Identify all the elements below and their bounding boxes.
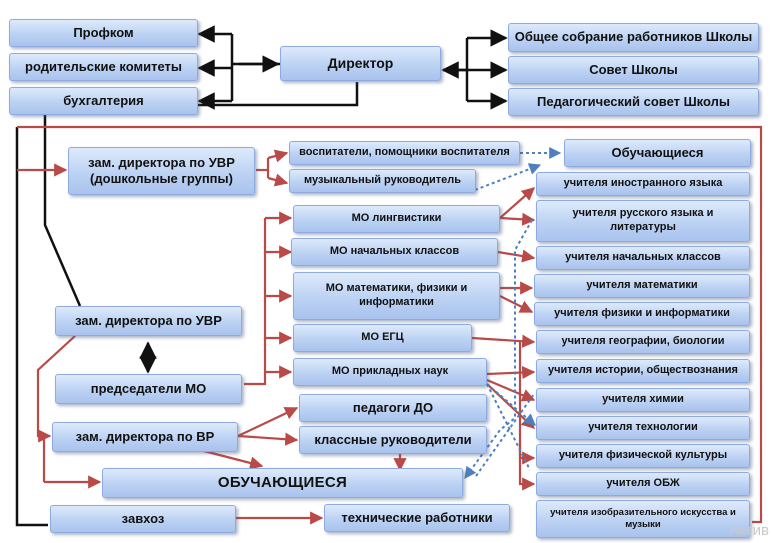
pedagogical-council-label: Педагогический совет Школы [537, 93, 730, 109]
teachers-tech-label: учителя технологии [588, 421, 698, 434]
teachers-math-label: учителя математики [586, 279, 698, 292]
teachers-russian-label: учителя русского языка и литературы [572, 207, 714, 233]
teachers-math-box: учителя математики [534, 274, 750, 298]
school-council-box: Совет Школы [508, 56, 759, 84]
teachers-history-box: учителя истории, обществознания [536, 359, 750, 383]
profkom-label: Профком [73, 24, 134, 40]
director-box: Директор [280, 46, 441, 81]
director-label: Директор [327, 54, 394, 71]
teachers-obzh-label: учителя ОБЖ [606, 477, 680, 490]
mo-linguistics-label: МО лингвистики [351, 212, 442, 225]
teachers-chem-label: учителя химии [602, 393, 684, 406]
teachers-russian-box: учителя русского языка и литературы [536, 200, 750, 242]
accounting-box: бухгалтерия [9, 87, 198, 115]
teachers-physics-box: учителя физики и информатики [534, 302, 750, 326]
mo-egc-box: МО ЕГЦ [293, 324, 472, 352]
mo-primary-box: МО начальных классов [291, 238, 498, 266]
watermark: Актив [729, 522, 769, 539]
teachers-do-box: педагоги ДО [299, 394, 487, 422]
students-top-label: Обучающиеся [611, 144, 704, 160]
teachers-primary-box: учителя начальных классов [536, 246, 750, 270]
profkom-box: Профком [9, 19, 198, 47]
teachers-foreign-label: учителя иностранного языка [563, 177, 723, 190]
zavhoz-box: завхоз [50, 505, 236, 533]
mo-egc-label: МО ЕГЦ [361, 331, 404, 344]
zavhoz-label: завхоз [121, 510, 165, 526]
parent-committees-box: родительские комитеты [9, 53, 198, 81]
class-teachers-label: классные руководители [314, 431, 472, 447]
teachers-physics-label: учителя физики и информатики [554, 307, 730, 320]
tech-workers-box: технические работники [324, 504, 510, 532]
music-director-label: музыкальный руководитель [303, 174, 462, 187]
general-meeting-box: Общее собрание работников Школы [508, 23, 759, 52]
caregivers-box: воспитатели, помощники воспитателя [289, 141, 520, 165]
mo-linguistics-box: МО лингвистики [293, 205, 500, 233]
mo-primary-label: МО начальных классов [329, 245, 460, 258]
mo-math-label: МО математики, физики и информатики [325, 282, 468, 308]
deputy-vr-box: зам. директора по ВР [52, 422, 238, 452]
teachers-tech-box: учителя технологии [536, 416, 750, 440]
general-meeting-label: Общее собрание работников Школы [514, 29, 753, 45]
deputy-uvr-preschool-box: зам. директора по УВР (дошкольные группы… [68, 147, 255, 195]
teachers-pe-box: учителя физической культуры [536, 444, 750, 468]
music-director-box: музыкальный руководитель [289, 169, 476, 193]
tech-workers-label: технические работники [341, 509, 493, 525]
teachers-foreign-box: учителя иностранного языка [536, 172, 750, 196]
school-council-label: Совет Школы [589, 61, 678, 77]
class-teachers-box: классные руководители [299, 426, 487, 454]
deputy-uvr-box: зам. директора по УВР [55, 306, 242, 336]
mo-chairs-box: председатели МО [55, 374, 242, 404]
teachers-geo-label: учителя географии, биологии [561, 335, 725, 348]
teachers-chem-box: учителя химии [536, 388, 750, 412]
mo-chairs-label: председатели МО [90, 380, 207, 396]
mo-math-box: МО математики, физики и информатики [293, 272, 500, 320]
students-main-box: ОБУЧАЮЩИЕСЯ [102, 468, 463, 498]
teachers-art-label: учителя изобразительного искусства и муз… [550, 507, 736, 530]
parent-committees-label: родительские комитеты [25, 58, 182, 74]
teachers-do-label: педагоги ДО [352, 399, 434, 415]
deputy-vr-label: зам. директора по ВР [75, 428, 215, 444]
mo-applied-label: МО прикладных наук [331, 365, 449, 378]
deputy-uvr-label: зам. директора по УВР [75, 312, 222, 328]
teachers-primary-label: учителя начальных классов [565, 251, 721, 264]
caregivers-label: воспитатели, помощники воспитателя [299, 146, 510, 159]
teachers-pe-label: учителя физической культуры [558, 449, 728, 462]
students-top-box: Обучающиеся [564, 139, 751, 167]
teachers-geo-box: учителя географии, биологии [536, 330, 750, 354]
pedagogical-council-box: Педагогический совет Школы [508, 88, 759, 116]
teachers-obzh-box: учителя ОБЖ [536, 472, 750, 496]
teachers-history-label: учителя истории, обществознания [548, 364, 738, 377]
deputy-uvr-preschool-label: зам. директора по УВР (дошкольные группы… [88, 154, 235, 186]
students-main-label: ОБУЧАЮЩИЕСЯ [217, 473, 348, 491]
accounting-label: бухгалтерия [63, 92, 144, 108]
mo-applied-box: МО прикладных наук [293, 358, 487, 386]
teachers-art-box: учителя изобразительного искусства и муз… [536, 500, 750, 538]
